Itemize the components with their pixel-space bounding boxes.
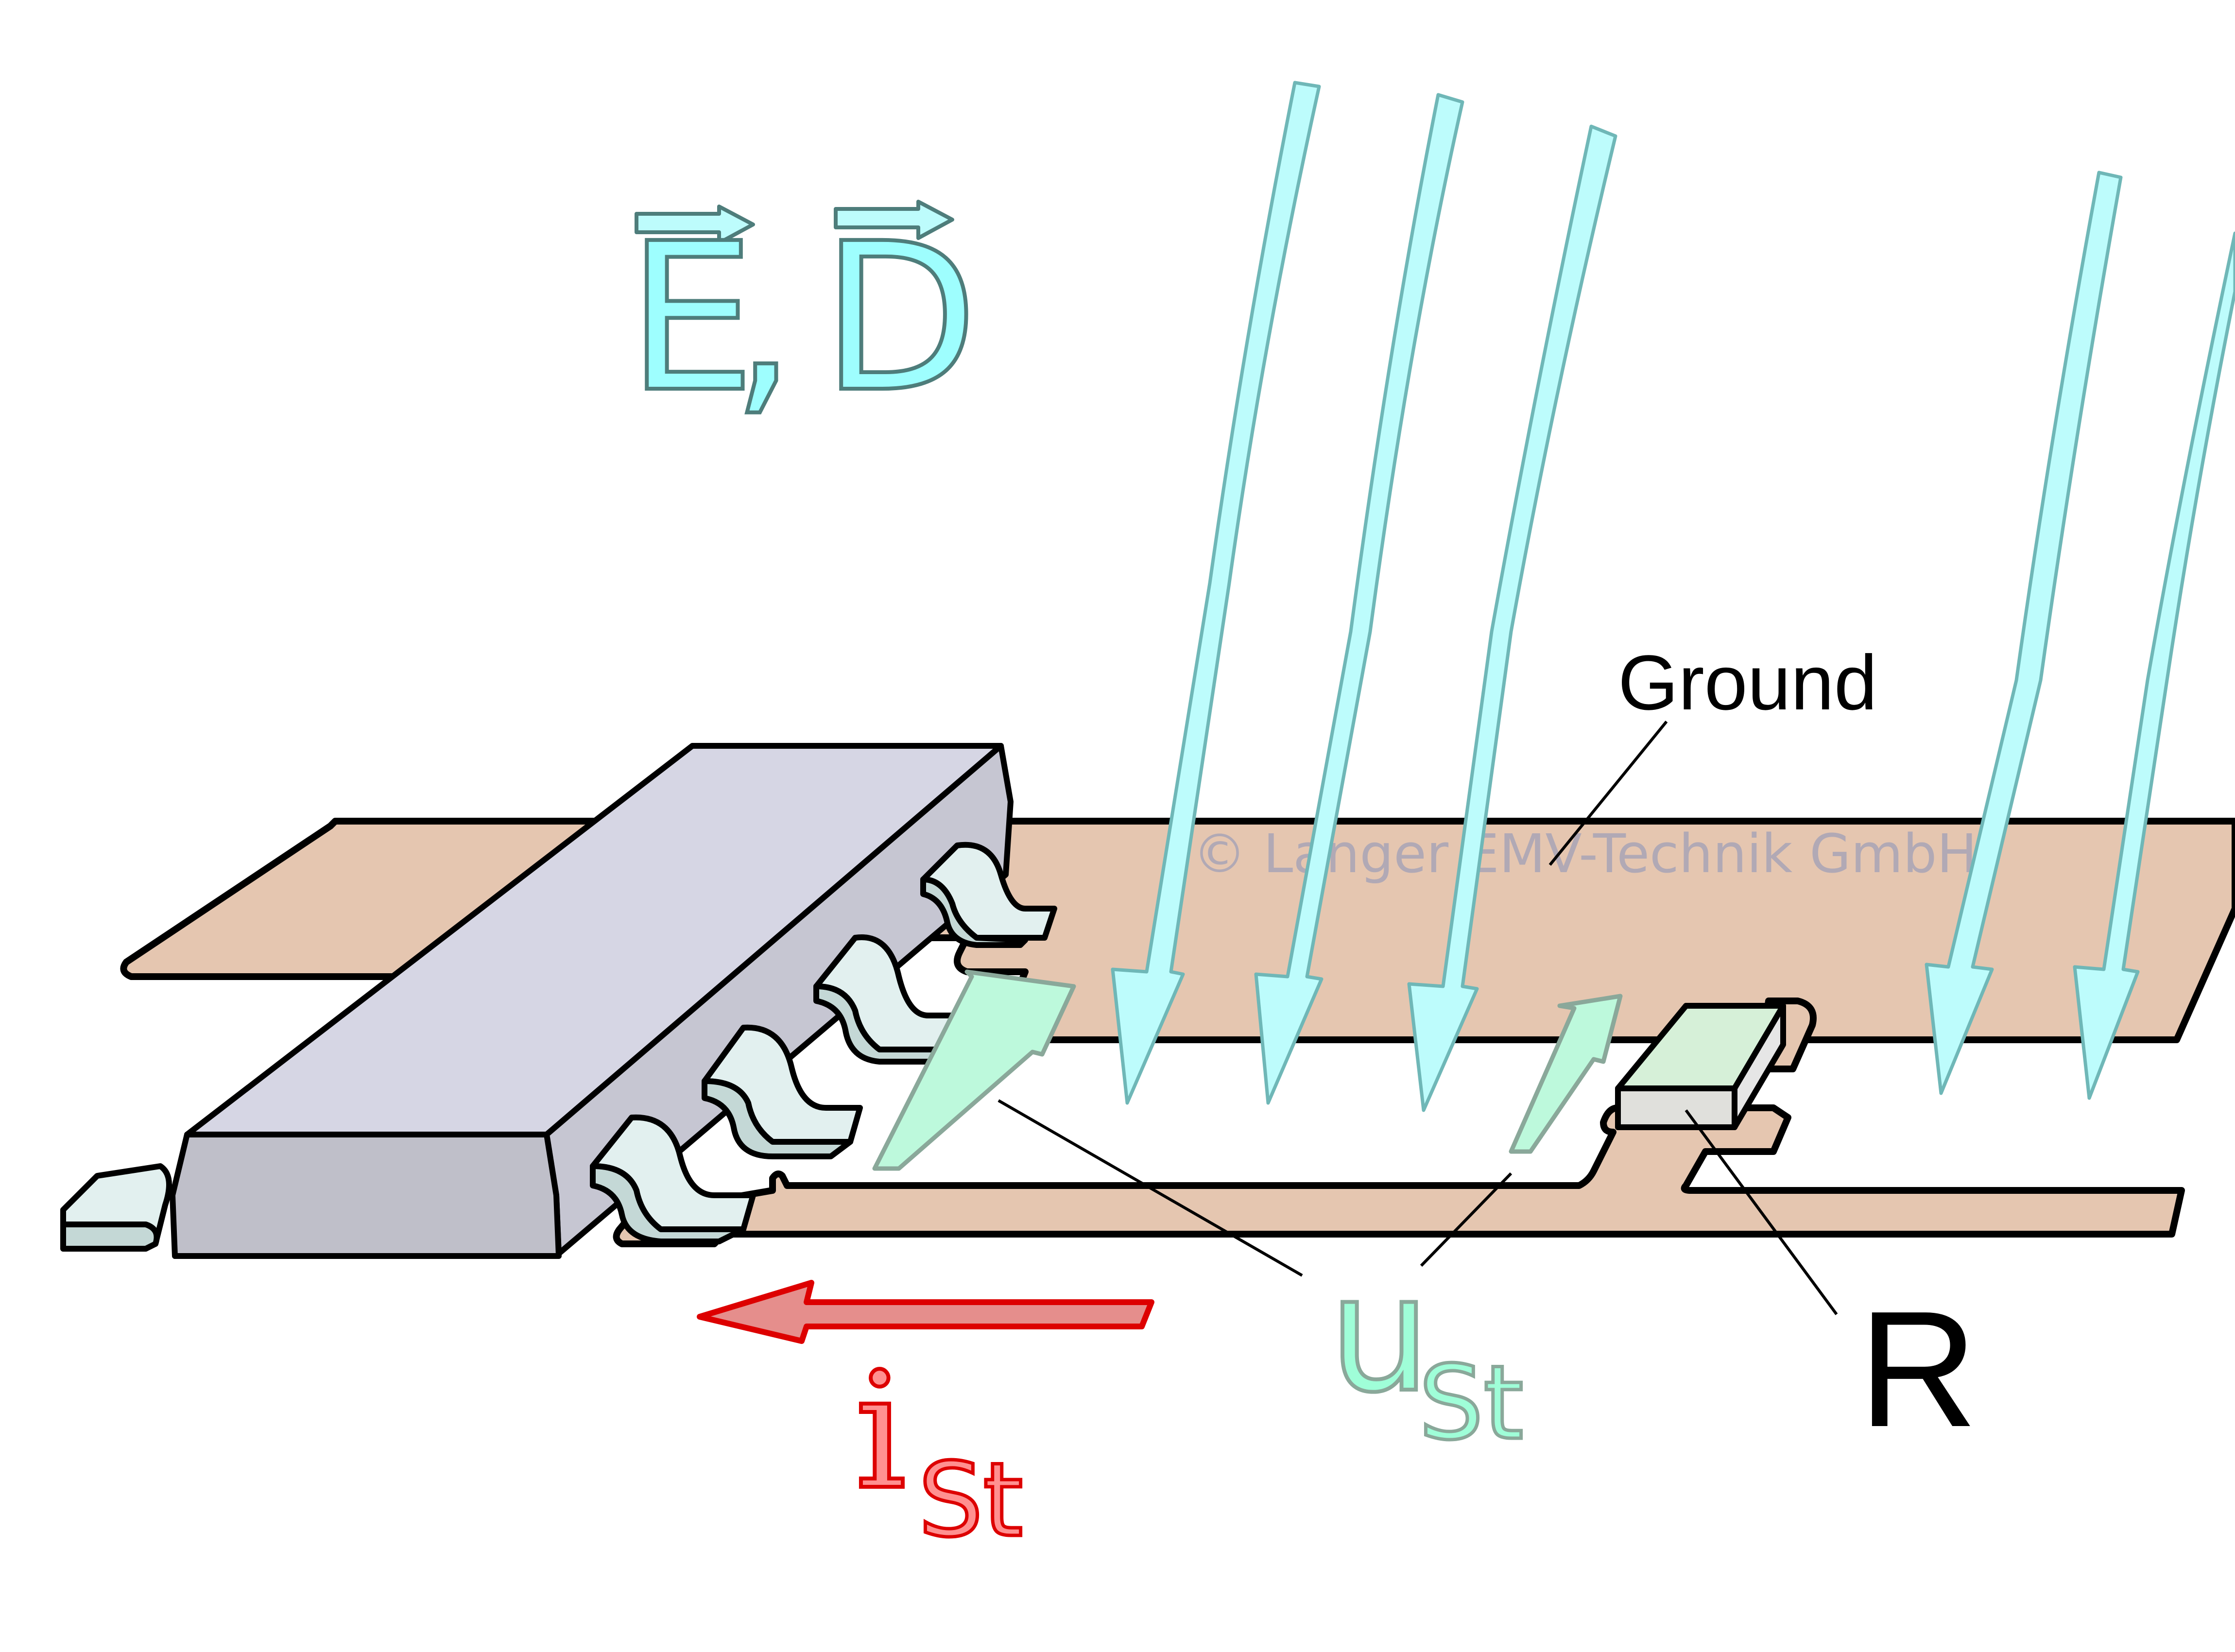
ic-pin-3 [702, 1024, 863, 1159]
current-label: i St [853, 1336, 1025, 1562]
voltage-arrow-2 [1509, 994, 1623, 1154]
voltage-arrow-1 [872, 969, 1076, 1171]
leader-voltage-1 [997, 1099, 1303, 1277]
vector-arrow-e [635, 205, 755, 245]
leader-resistor [1685, 1109, 1838, 1315]
field-label-d: D [821, 200, 978, 437]
ic-pin-1 [920, 842, 1057, 948]
field-arrow-4 [1925, 171, 2123, 1095]
leader-voltage-2 [1420, 1172, 1513, 1267]
field-arrow-1 [1111, 81, 1321, 1105]
field-arrow-5 [2073, 231, 2235, 1100]
leader-ground [1548, 721, 1668, 866]
ground-label: Ground [1618, 639, 1877, 726]
current-label-sub: St [918, 1441, 1023, 1560]
field-label-e: E [627, 200, 756, 437]
voltage-label-sub: St [1419, 1343, 1524, 1463]
field-label: E , D [625, 198, 980, 439]
resistor-r [1615, 1003, 1786, 1130]
ic-front-face [170, 1132, 562, 1259]
vector-arrow-d [834, 200, 954, 240]
voltage-label: u St [1327, 1239, 1525, 1464]
ic-pin-4 [590, 1114, 756, 1244]
field-label-separator: , [731, 200, 796, 437]
field-arrow-3 [1407, 124, 1617, 1112]
voltage-label-main: u [1329, 1241, 1430, 1428]
current-arrow [697, 1280, 1154, 1344]
resistor-label: R [1858, 1277, 1978, 1462]
ic-pin-left [60, 1163, 172, 1252]
current-label-main: i [855, 1338, 907, 1525]
field-arrow-2 [1254, 93, 1464, 1105]
